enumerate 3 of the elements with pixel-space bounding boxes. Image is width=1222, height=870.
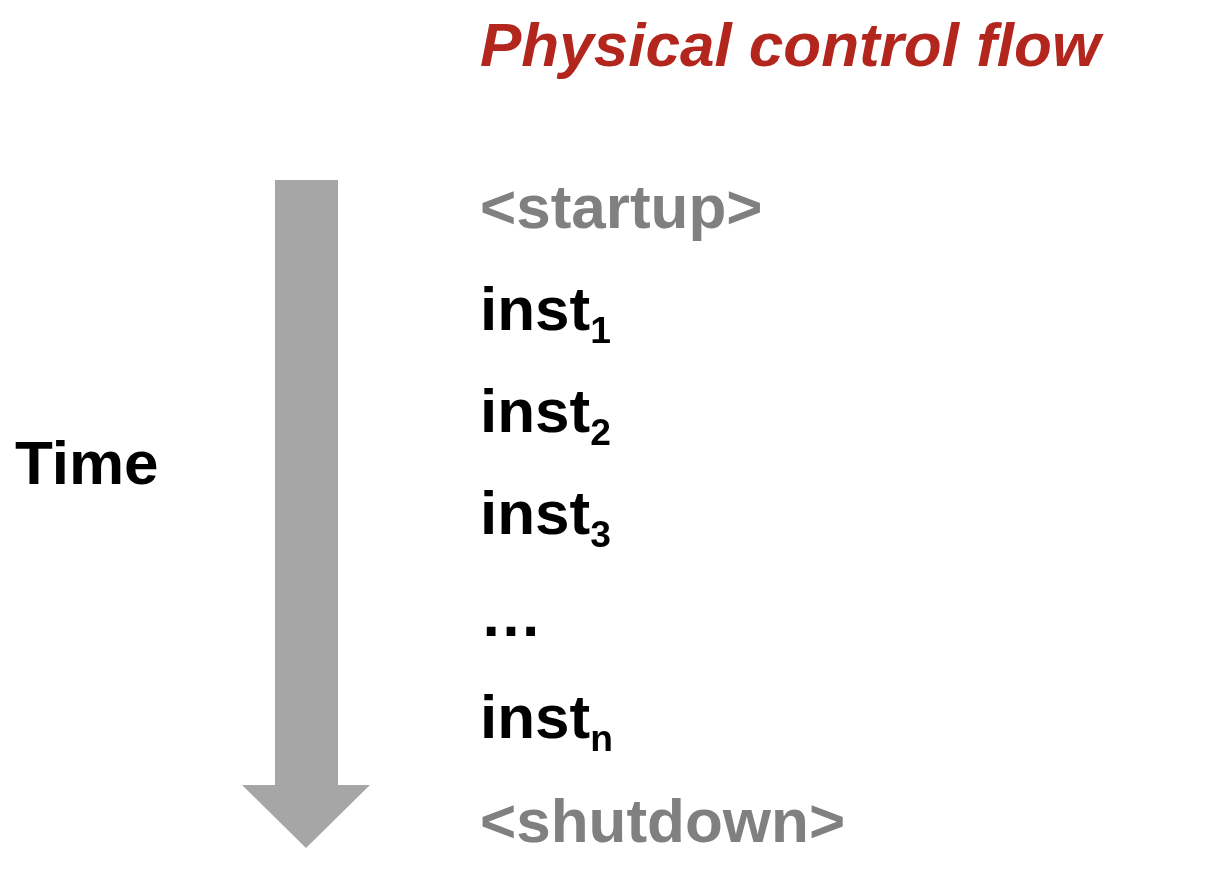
axis-label: Time [15,432,159,494]
list-item: <shutdown> [480,790,846,852]
list-item: … [480,584,542,646]
